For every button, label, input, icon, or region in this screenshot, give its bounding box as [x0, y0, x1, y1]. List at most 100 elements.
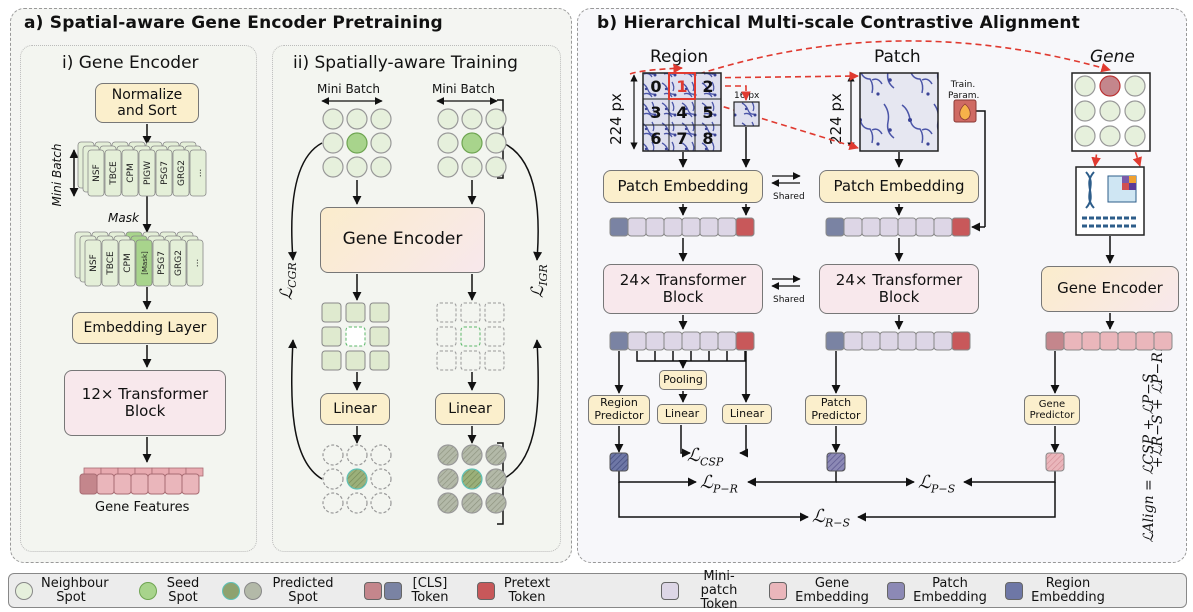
feature-cell — [321, 302, 342, 323]
feature-cell — [369, 350, 390, 371]
patch-output-token — [843, 331, 863, 351]
loss-igr-curve-upper — [502, 142, 543, 261]
patch-patch-embedding-box: Patch Embedding — [819, 170, 979, 203]
legend: Neighbour Spot Seed Spot Predicted Spot … — [8, 569, 1187, 611]
gene-feature-token — [130, 473, 149, 495]
neighbour-spot — [370, 108, 392, 130]
masked-spot — [370, 468, 392, 490]
gene-card — [138, 149, 156, 197]
predicted-spot — [485, 444, 507, 466]
region-input-token — [609, 217, 629, 237]
feature-cell-dashed — [436, 350, 457, 371]
gene-output-token — [1153, 331, 1173, 351]
patch-output-token — [861, 331, 881, 351]
feature-cell-dashed — [460, 302, 481, 323]
legend-mini-patch-token: Mini-patch Token — [661, 569, 751, 611]
normalize-sort-box: Normalize and Sort — [95, 83, 199, 123]
flame-shape — [959, 103, 971, 121]
patch-output-token — [915, 331, 935, 351]
gene-feature-token — [164, 473, 183, 495]
gene-card — [101, 239, 119, 287]
feature-cell — [369, 302, 390, 323]
neighbour-spot — [370, 132, 392, 154]
gene-name: CPM — [126, 163, 136, 182]
region-input-token — [681, 217, 701, 237]
mini-batch-right-label: Mini Batch — [432, 82, 495, 96]
gene-name: GRG2 — [177, 160, 187, 186]
spatial-training-subpanel — [272, 45, 561, 552]
shared-label-1: Shared — [773, 192, 805, 202]
train-param-line — [976, 110, 986, 227]
heatmap-cell — [1122, 183, 1129, 190]
grid-number: 1 — [676, 77, 687, 96]
gene-name: PIGW — [143, 161, 153, 185]
gene-spot — [1124, 125, 1146, 147]
predicted-seed-spot — [346, 468, 368, 490]
mask-label: Mask — [108, 211, 139, 225]
region-input-token — [699, 217, 719, 237]
gene-spot — [1074, 75, 1096, 97]
patch-title: Patch — [874, 47, 921, 67]
gene-name: ... — [194, 169, 204, 178]
arrow-region-to-lpr — [618, 471, 697, 487]
arrow-region-to-lrs — [618, 482, 809, 522]
grid-number: 7 — [676, 129, 687, 148]
gene-card — [118, 239, 136, 287]
neighbour-spot — [461, 156, 483, 178]
gene-embedding-output — [1045, 452, 1065, 472]
predicted-spot-icon — [222, 581, 240, 600]
gene-spot — [1074, 125, 1096, 147]
shared-label-2: Shared — [773, 295, 805, 305]
region-embedding-output — [609, 452, 629, 472]
feature-cell — [345, 326, 366, 347]
pretext-token-icon — [477, 581, 495, 600]
gene-spot — [1099, 100, 1121, 122]
legend-patch-embedding: Patch Embedding — [887, 574, 987, 607]
neighbour-spot — [485, 132, 507, 154]
feature-cell-dashed — [460, 350, 481, 371]
patch-input-token — [843, 217, 863, 237]
gene-spot — [1074, 100, 1096, 122]
gene-output-token — [1063, 331, 1083, 351]
neighbour-spot — [437, 108, 459, 130]
patch-output-token — [897, 331, 917, 351]
cls-token-pink-icon — [364, 581, 382, 600]
legend-gene-embedding: Gene Embedding — [769, 574, 869, 607]
predicted-spot — [461, 468, 483, 490]
neighbour-spot — [437, 156, 459, 178]
panel-b-title: b) Hierarchical Multi-scale Contrastive … — [597, 13, 1080, 33]
feature-cell — [345, 350, 366, 371]
embedding-layer-box: Embedding Layer — [72, 312, 218, 344]
feature-cell — [369, 326, 390, 347]
gene-spot — [1124, 100, 1146, 122]
neighbour-spot-icon — [15, 581, 33, 600]
grid-number: 0 — [650, 77, 661, 96]
gene-name: NSF — [92, 164, 102, 182]
arrow-patch-to-lpr — [747, 471, 837, 487]
region-output-token — [663, 331, 683, 351]
heatmap-cell — [1122, 176, 1129, 183]
panel-a-title: a) Spatial-aware Gene Encoder Pretrainin… — [24, 13, 443, 33]
region-output-token — [717, 331, 737, 351]
loss-cgr-curve-upper — [287, 142, 323, 261]
gene-feature-token — [147, 473, 166, 495]
mini-patch-token-icon — [661, 581, 679, 600]
heatmap-cell — [1129, 183, 1136, 190]
feature-cell-dashed — [460, 326, 481, 347]
grid-number: 2 — [702, 77, 713, 96]
feature-cell-dashed — [484, 350, 505, 371]
feature-cell — [321, 350, 342, 371]
masked-spot — [370, 444, 392, 466]
gene-feature-token — [79, 473, 98, 495]
grid-number: 3 — [650, 103, 661, 122]
region-patch-embedding-box: Patch Embedding — [603, 170, 763, 203]
predicted-spot — [485, 468, 507, 490]
pretext-token — [951, 331, 971, 351]
pretext-token — [951, 217, 971, 237]
grid-number: 4 — [676, 103, 687, 122]
neighbour-spot — [346, 108, 368, 130]
region-input-token — [645, 217, 665, 237]
gene-card — [87, 149, 105, 197]
legend-cls-token: [CLS] Token — [364, 574, 450, 607]
gene-encoder-subpanel — [20, 45, 257, 552]
